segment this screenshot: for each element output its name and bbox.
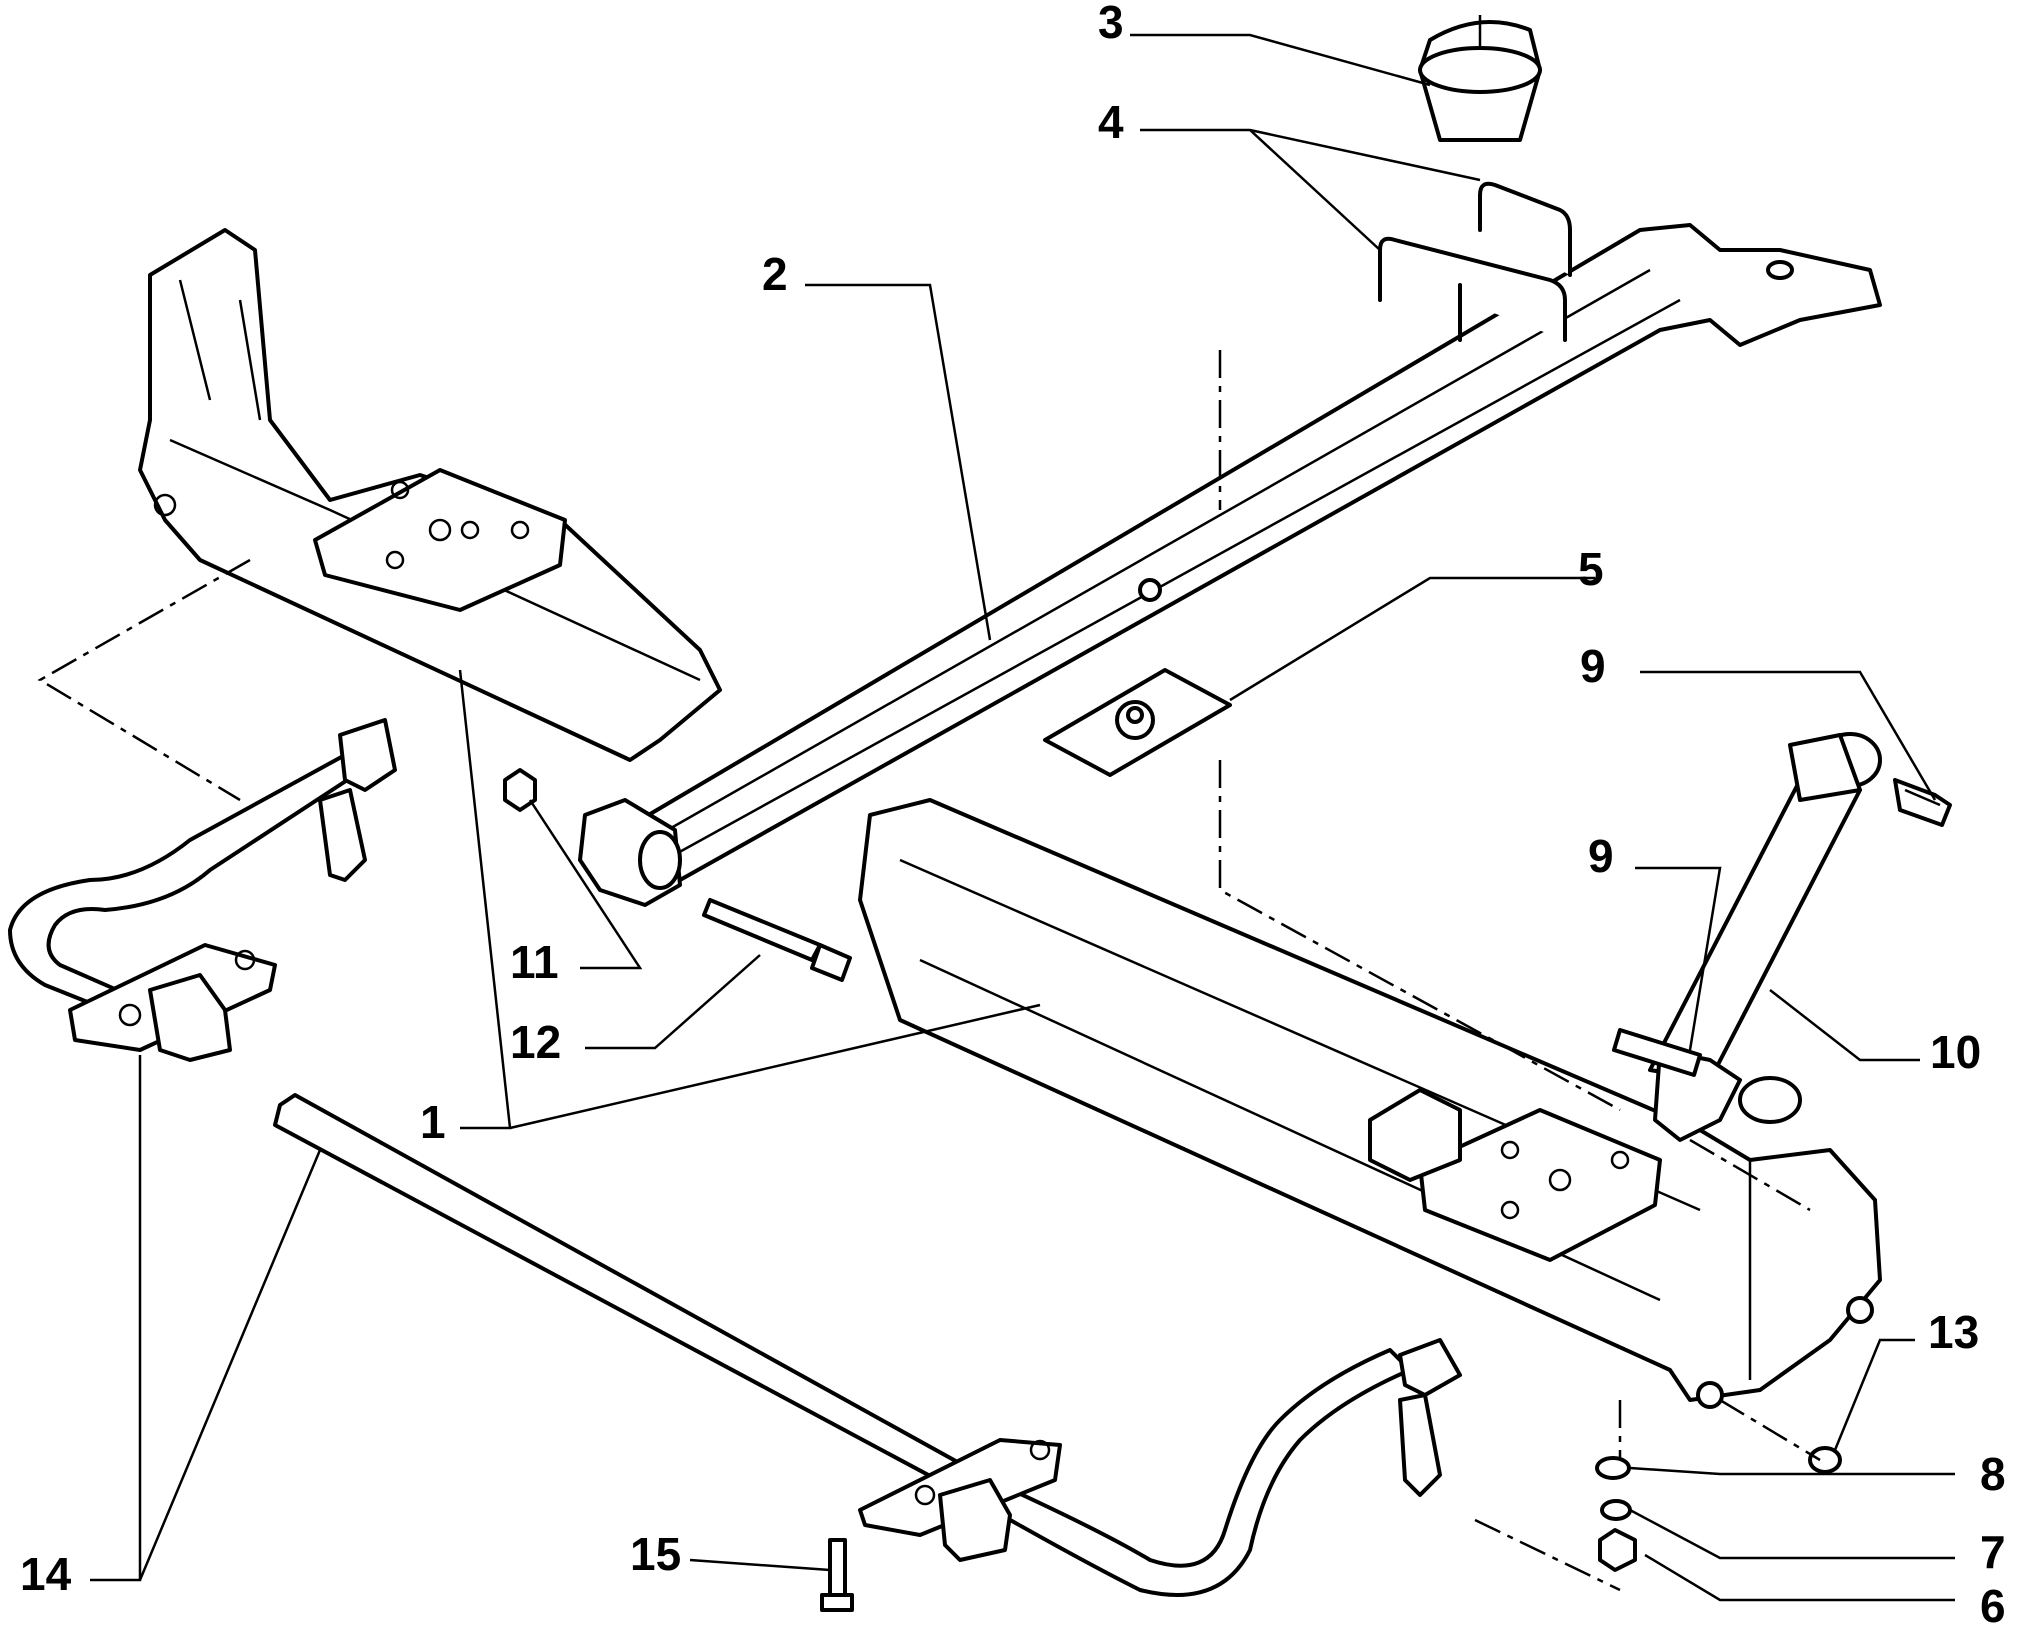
callout-3: 3 xyxy=(1098,0,1124,48)
callout-13: 13 xyxy=(1928,1306,1979,1358)
stabilizer-bar-front xyxy=(273,1093,1462,1597)
callout-10: 10 xyxy=(1930,1026,1981,1078)
axle-beam-rear xyxy=(138,228,722,762)
callout-labels: 3 4 2 5 9 9 10 11 12 1 13 8 7 6 14 15 xyxy=(20,0,2006,1632)
bolt-12 xyxy=(702,898,852,982)
callout-14: 14 xyxy=(20,1548,72,1600)
bolt-15 xyxy=(820,1538,854,1612)
spring-plate xyxy=(1043,668,1232,777)
callout-7: 7 xyxy=(1980,1526,2006,1578)
washer-7 xyxy=(1600,1499,1632,1521)
stabilizer-bar-rear xyxy=(8,718,397,1062)
leader-lines xyxy=(90,33,1955,1602)
shock-absorber xyxy=(1648,732,1882,1142)
bolt-9-lower xyxy=(1612,1028,1702,1077)
callout-12: 12 xyxy=(510,1016,561,1068)
callout-9-upper: 9 xyxy=(1580,640,1606,692)
leaf-spring xyxy=(578,223,1882,907)
callout-15: 15 xyxy=(630,1528,681,1580)
assembly-lines xyxy=(37,350,1821,1592)
callout-8: 8 xyxy=(1980,1448,2006,1500)
callout-6: 6 xyxy=(1980,1580,2006,1632)
nut-6 xyxy=(1598,1528,1637,1572)
callout-1: 1 xyxy=(420,1096,446,1148)
callout-2: 2 xyxy=(762,248,788,300)
callout-5: 5 xyxy=(1578,543,1604,595)
u-bolts xyxy=(1378,181,1572,342)
bushing-13 xyxy=(1808,1446,1842,1474)
nut-11 xyxy=(503,768,537,812)
callout-4: 4 xyxy=(1098,96,1124,148)
callout-11: 11 xyxy=(510,936,559,988)
axle-beam-front xyxy=(858,798,1882,1409)
callout-9-lower: 9 xyxy=(1588,830,1614,882)
bolt-9-upper xyxy=(1893,778,1952,827)
washer-8 xyxy=(1595,1456,1631,1480)
bump-stop xyxy=(1418,15,1542,142)
